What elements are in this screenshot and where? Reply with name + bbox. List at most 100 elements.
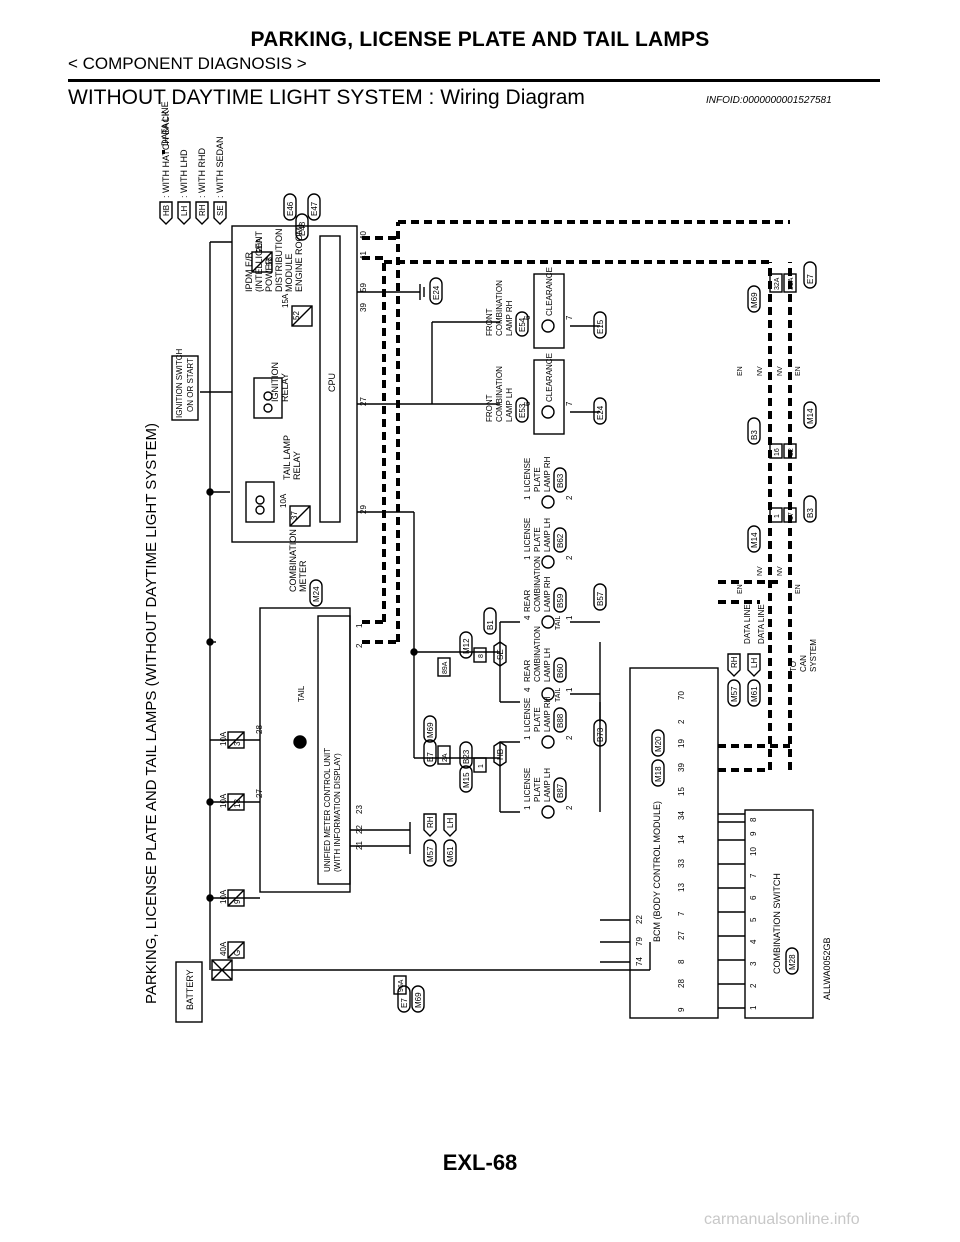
svg-text:B62: B62 <box>556 533 565 548</box>
svg-text:3: 3 <box>233 741 242 746</box>
svg-text:B3: B3 <box>806 508 815 518</box>
svg-text:LH: LH <box>750 658 759 668</box>
lamp-front-comb-lh: CLEARANCE FRONT COMBINATION LAMP LH E53 … <box>485 353 574 435</box>
svg-text:NV: NV <box>777 366 784 376</box>
svg-text:40A: 40A <box>219 941 228 956</box>
svg-text:B59: B59 <box>556 593 565 608</box>
svg-text:NV: NV <box>757 366 764 376</box>
svg-text:13: 13 <box>233 799 242 808</box>
svg-text:LAMP LH: LAMP LH <box>505 388 514 422</box>
cpu-label: CPU <box>327 373 337 392</box>
ipdm-box <box>231 225 358 543</box>
svg-text:74: 74 <box>635 957 644 966</box>
svg-text:ON OR START: ON OR START <box>186 358 195 412</box>
svg-text:E53: E53 <box>518 403 527 418</box>
can-label: DATA LINE DATA LINE TO CAN SYSTEM <box>743 604 818 672</box>
svg-text:E7: E7 <box>426 752 435 762</box>
legend: DATA LINE HB : WITH HATCH BACK LH : WITH… <box>159 101 227 225</box>
figure-id: ALLWA0052GB <box>822 937 832 1000</box>
svg-text:4: 4 <box>749 939 758 944</box>
svg-text:LAMP RH: LAMP RH <box>543 696 552 732</box>
legend-tag-lh: LH : WITH LHD <box>177 149 191 225</box>
svg-text:LAMP LH: LAMP LH <box>543 648 552 682</box>
svg-text:COMBINATION: COMBINATION <box>533 626 542 682</box>
svg-text:E48: E48 <box>298 221 307 236</box>
svg-text:10A: 10A <box>219 793 228 808</box>
svg-text:LH: LH <box>180 206 189 216</box>
svg-text:CLEARANCE: CLEARANCE <box>545 353 554 402</box>
svg-text:96A: 96A <box>398 979 405 992</box>
switch-wires <box>600 813 745 1009</box>
svg-text:23: 23 <box>355 805 364 814</box>
svg-text:29: 29 <box>359 505 368 514</box>
svg-text:EN: EN <box>737 584 744 594</box>
ipdm-fuse-20a: 20A 53 <box>251 237 274 273</box>
svg-text:52: 52 <box>292 311 301 320</box>
tail-relay: TAIL LAMP RELAY <box>245 435 302 523</box>
svg-text:DATA LINE: DATA LINE <box>743 604 752 644</box>
svg-text:COMBINATION: COMBINATION <box>495 366 504 422</box>
svg-text:M69: M69 <box>750 292 759 308</box>
svg-text:HB: HB <box>496 749 505 760</box>
svg-text:ENGINE ROOM): ENGINE ROOM) <box>294 224 304 292</box>
svg-text:TAIL LAMP: TAIL LAMP <box>282 435 292 480</box>
ignition-switch: IGNITION SWITCH ON OR START <box>171 348 199 421</box>
svg-text:FRONT: FRONT <box>485 308 494 336</box>
svg-text:UNIFIED METER CONTROL UNIT: UNIFIED METER CONTROL UNIT <box>323 748 332 872</box>
bcm: BCM (BODY CONTROL MODULE) M18 M20 74 79 … <box>629 667 719 1019</box>
lamp-license-lh-1: LICENSE PLATE LAMP LH B87 1 2 <box>523 768 574 819</box>
svg-text:2: 2 <box>565 555 574 560</box>
svg-text:REAR: REAR <box>523 660 532 682</box>
svg-text:REAR: REAR <box>523 590 532 612</box>
svg-text:53: 53 <box>265 257 274 266</box>
svg-text:PLATE: PLATE <box>533 467 542 492</box>
svg-text:FRONT: FRONT <box>485 394 494 422</box>
svg-text:DISTRIBUTION: DISTRIBUTION <box>274 228 284 292</box>
svg-text:21: 21 <box>355 841 364 850</box>
page-title: PARKING, LICENSE PLATE AND TAIL LAMPS <box>250 28 710 51</box>
svg-text:RH: RH <box>426 816 435 828</box>
breadcrumb: < COMPONENT DIAGNOSIS > <box>68 54 307 73</box>
svg-text:EN: EN <box>795 584 802 594</box>
bcm-ground: M57 M61 RH LH <box>727 653 761 707</box>
svg-text:41: 41 <box>359 251 368 260</box>
svg-text:BATTERY: BATTERY <box>185 969 195 1010</box>
svg-text:E15: E15 <box>596 319 605 334</box>
svg-text:B87: B87 <box>556 783 565 798</box>
svg-text:1: 1 <box>523 735 532 740</box>
header-rule <box>68 79 880 82</box>
svg-text:2: 2 <box>565 495 574 500</box>
svg-text:E7: E7 <box>806 274 815 284</box>
svg-text:1: 1 <box>565 615 574 620</box>
svg-text:89A: 89A <box>442 661 449 674</box>
svg-text:6: 6 <box>749 895 758 900</box>
svg-text:59: 59 <box>359 283 368 292</box>
svg-text:: WITH RHD: : WITH RHD <box>197 148 207 198</box>
svg-text:39: 39 <box>677 763 686 772</box>
svg-text:B88: B88 <box>556 713 565 728</box>
svg-text:7: 7 <box>749 873 758 878</box>
svg-text:M61: M61 <box>750 686 759 702</box>
svg-text:7: 7 <box>677 911 686 916</box>
svg-text:E24: E24 <box>432 285 441 300</box>
svg-text:TO: TO <box>789 661 798 672</box>
can-tags: EN NV NV EN EN NV NV EN <box>737 366 802 594</box>
svg-text:34: 34 <box>677 811 686 820</box>
svg-text:G: G <box>233 950 242 956</box>
watermark: carmanualsonline.info <box>704 1211 860 1228</box>
svg-text:1: 1 <box>523 495 532 500</box>
svg-text:7: 7 <box>565 315 574 320</box>
svg-text:TAIL: TAIL <box>555 616 562 630</box>
svg-text:COMBINATION SWITCH: COMBINATION SWITCH <box>772 873 782 974</box>
svg-text:B1: B1 <box>486 620 495 630</box>
svg-text:TAIL: TAIL <box>555 688 562 702</box>
svg-text:SE: SE <box>496 649 505 660</box>
svg-text:LAMP RH: LAMP RH <box>505 300 514 336</box>
svg-text:NV: NV <box>777 566 784 576</box>
ipdm-ground: E24 <box>357 277 443 305</box>
lamp-license-rh-2: LICENSE PLATE LAMP RH B63 1 2 <box>523 456 574 509</box>
svg-text:M18: M18 <box>654 766 663 782</box>
svg-text:METER: METER <box>298 560 308 592</box>
svg-text:E46: E46 <box>286 201 295 216</box>
